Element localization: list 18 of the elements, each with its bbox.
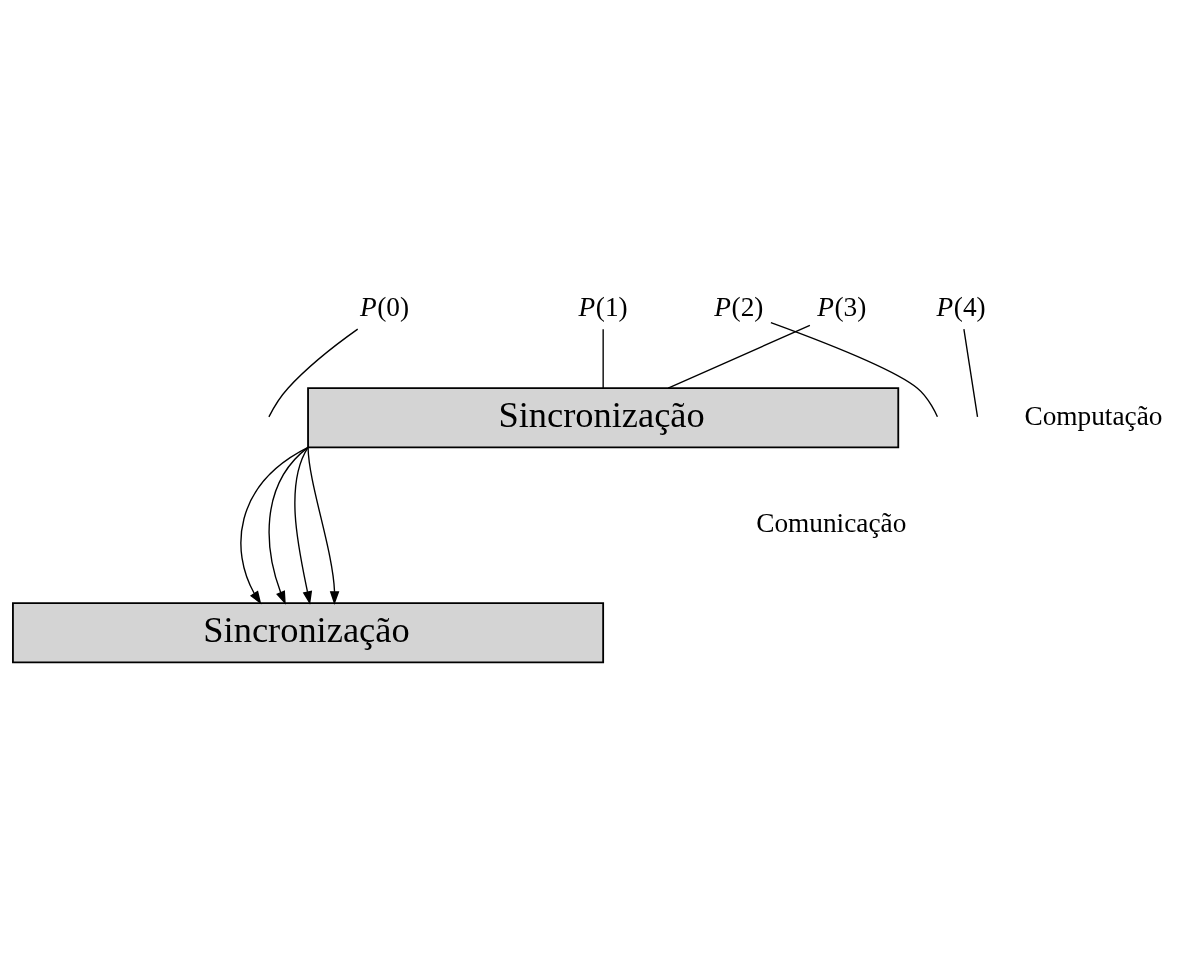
node-text: P(0)	[359, 291, 410, 322]
node-text: P(1)	[578, 291, 628, 322]
connector	[963, 327, 979, 418]
label: Computação	[1024, 400, 1163, 431]
node-text: P(3)	[817, 291, 867, 322]
connector	[770, 321, 939, 417]
arrow	[307, 446, 340, 605]
node-box: Sincronização	[307, 386, 900, 448]
label: Comunicação	[756, 507, 907, 538]
connector	[268, 328, 359, 417]
arrow	[240, 446, 309, 605]
node-text: P(2)	[714, 291, 764, 322]
arrow	[294, 446, 313, 605]
node-text: P(4)	[936, 291, 986, 322]
node-box: Sincronização	[12, 601, 605, 663]
connector	[667, 324, 811, 389]
arrow	[268, 446, 309, 605]
connector	[602, 327, 604, 389]
